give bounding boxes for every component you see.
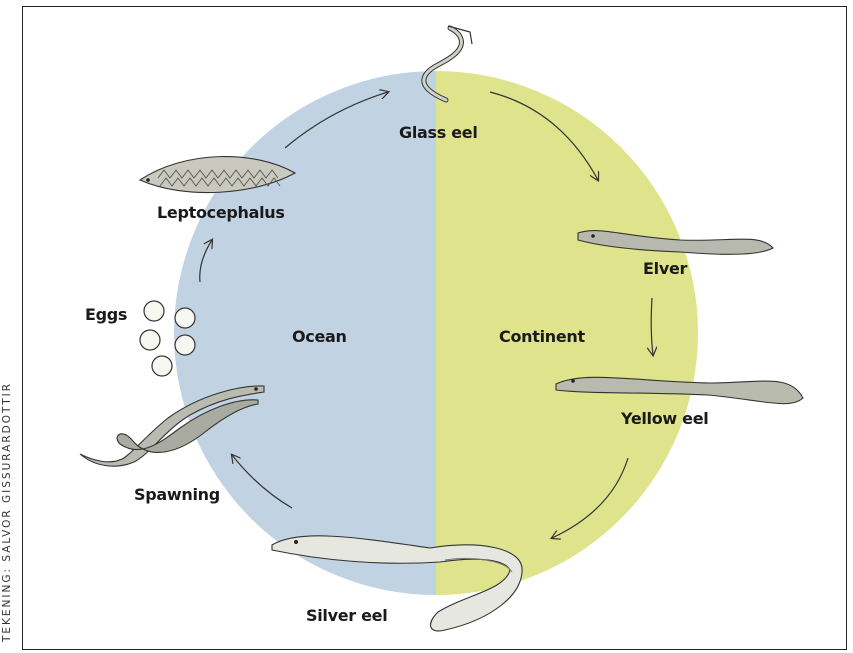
yellow-eel-label: Yellow eel xyxy=(620,409,708,428)
ocean-label: Ocean xyxy=(292,327,347,346)
elver-label: Elver xyxy=(643,259,687,278)
egg-1 xyxy=(144,301,164,321)
continent-label: Continent xyxy=(499,327,585,346)
glass-eel-label: Glass eel xyxy=(399,123,478,142)
silver-eel-label: Silver eel xyxy=(306,606,387,625)
egg-4 xyxy=(175,335,195,355)
spawning-label: Spawning xyxy=(134,485,220,504)
egg-5 xyxy=(152,356,172,376)
leptocephalus-label: Leptocephalus xyxy=(157,203,285,222)
egg-2 xyxy=(175,308,195,328)
eggs-label: Eggs xyxy=(85,305,127,324)
egg-3 xyxy=(140,330,160,350)
